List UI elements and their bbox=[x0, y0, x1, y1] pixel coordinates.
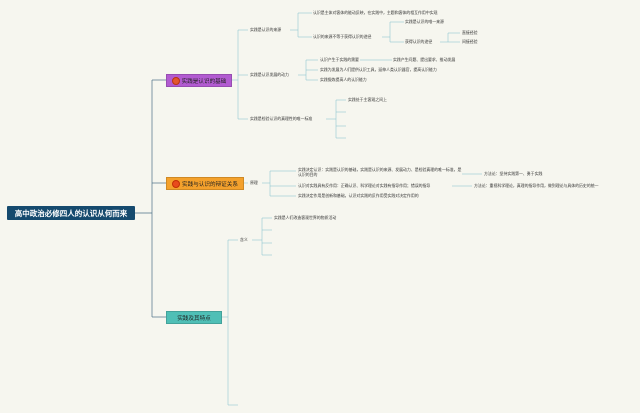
node-definition[interactable]: 含义 bbox=[240, 237, 248, 242]
root-topic[interactable]: 高中政治必修四人的认识从何而来 bbox=[7, 206, 135, 220]
node-rel-1[interactable]: 实践决定认识：实践是认识的基础，实践是认识的来源、发展动力、是检验真理的唯一标准… bbox=[298, 167, 462, 177]
node-source-2a[interactable]: 实践是认识的唯一来源 bbox=[405, 19, 444, 24]
node-dyn-1a[interactable]: 实践产生问题、提出要求、推动发展 bbox=[393, 57, 456, 62]
node-rel-2[interactable]: 认识对实践具有反作用：正确认识、科学理论对实践有指导作用；错误的指导 bbox=[298, 183, 431, 188]
node-direct-experience[interactable]: 直接经验 bbox=[462, 30, 478, 35]
priority-dot-icon bbox=[172, 179, 181, 188]
branch-label: 实践与认识的辩证关系 bbox=[182, 181, 238, 188]
node-source-1[interactable]: 认识是主体对客体的能动反映，在实践中，主题和客体的相互作用中实现 bbox=[313, 10, 438, 15]
node-rel-1a[interactable]: 方法论：坚持实践第一、勇于实践 bbox=[484, 171, 543, 176]
node-truth-criterion[interactable]: 实践是检验认识的真理性的唯一标准 bbox=[250, 116, 313, 121]
node-principle[interactable]: 原理 bbox=[250, 180, 258, 185]
node-rel-2a[interactable]: 方法论：重视科学理论，真理的指导作用，做到理论与具体的历史的统一 bbox=[474, 183, 599, 188]
branch-practice-features[interactable]: 实践及其特点 bbox=[166, 311, 222, 324]
node-rel-3[interactable]: 实践决定作用是创新和基础，认识对实践的反作用受实践对决定作用的 bbox=[298, 193, 419, 198]
connector-src-spine bbox=[290, 13, 299, 37]
connector-b2-spine bbox=[262, 171, 271, 196]
branch-dialectical-relation[interactable]: 实践与认识的辩证关系 bbox=[166, 177, 244, 190]
node-dyn-2[interactable]: 实践为发展为人们提供认识工具，延伸人类认识器官，提高认识能力 bbox=[320, 67, 437, 72]
node-dyn-3[interactable]: 实践锻炼提高人的认识能力 bbox=[320, 77, 367, 82]
node-indirect-experience[interactable]: 间接经验 bbox=[462, 39, 478, 44]
node-test-1[interactable]: 实践处于主客观之间上 bbox=[348, 97, 387, 102]
connector-src2-spine bbox=[382, 22, 391, 42]
branch-practice-basis[interactable]: 实践是认识的基础 bbox=[166, 74, 232, 87]
node-dyn-1[interactable]: 认识产生于实践的需要 bbox=[320, 57, 359, 62]
node-def-1[interactable]: 实践是人们改造客观世界的物质活动 bbox=[274, 215, 337, 220]
branch-label: 实践及其特点 bbox=[177, 315, 211, 322]
node-source[interactable]: 实践是认识的来源 bbox=[250, 27, 282, 32]
priority-dot-icon bbox=[171, 76, 180, 85]
connector-src2b-spine bbox=[440, 33, 449, 43]
branch-label: 实践是认识的基础 bbox=[181, 78, 227, 85]
connector-dyn-spine bbox=[298, 60, 307, 80]
node-source-2[interactable]: 认识的来源不等于获得认识的途径 bbox=[313, 34, 372, 39]
connector-test bbox=[326, 100, 337, 138]
connector-def-spine bbox=[252, 218, 263, 255]
node-driving-force[interactable]: 实践是认识发展的动力 bbox=[250, 72, 289, 77]
node-source-2b[interactable]: 获得认识的途径 bbox=[405, 39, 433, 44]
